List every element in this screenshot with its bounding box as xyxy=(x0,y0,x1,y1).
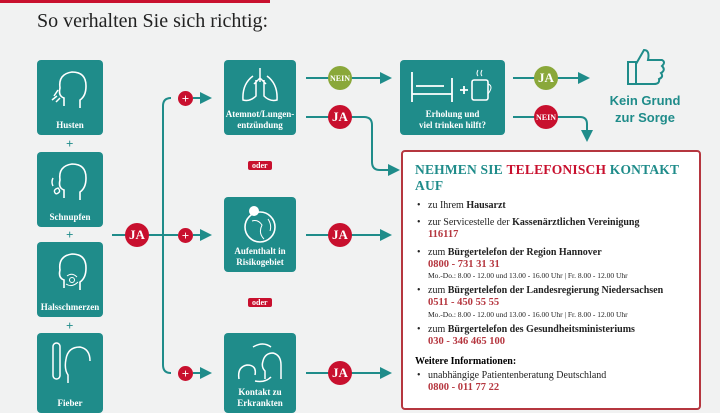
bed-and-tea-icon xyxy=(410,69,491,102)
opening-hours: Mo.-Do.: 8.00 - 12.00 und 13.00 - 16.00 … xyxy=(428,309,628,319)
sore-throat-icon xyxy=(58,253,87,290)
contact-item: unabhängige Patientenberatung Deutschlan… xyxy=(415,370,687,395)
more-info-heading: Weitere Informationen: xyxy=(415,356,517,368)
ja-badge: JA xyxy=(125,223,149,247)
plus-badge: + xyxy=(178,228,193,243)
top-bar xyxy=(0,0,270,3)
ja-badge: JA xyxy=(328,223,352,247)
plus-badge: + xyxy=(178,366,193,381)
page-title: So verhalten Sie sich richtig: xyxy=(37,10,269,32)
globe-icon xyxy=(244,206,276,243)
plus-sign: + xyxy=(66,227,74,242)
symptom-label: Schnupfen xyxy=(49,211,91,222)
opening-hours: Mo.-Do.: 8.00 - 12.00 und 13.00 - 16.00 … xyxy=(428,271,628,281)
nein-badge: NEIN xyxy=(328,66,352,90)
no-worry-text: Kein Grund zur Sorge xyxy=(600,93,690,127)
symptom-schnupfen: Schnupfen xyxy=(37,152,103,227)
condition-label: Aufenthalt in Risikogebiet xyxy=(234,246,286,267)
item-text: zur Servicestelle der xyxy=(428,217,513,228)
condition-risikogebiet: Aufenthalt in Risikogebiet xyxy=(224,197,296,272)
ja-badge: JA xyxy=(534,66,558,90)
item-bold: Kassenärztlichen Vereinigung xyxy=(512,217,640,228)
item-text: zum xyxy=(428,323,448,335)
heading-part: NEHMEN SIE xyxy=(415,162,507,177)
symptom-label: Husten xyxy=(56,119,84,130)
heading-highlight: TELEFONISCH xyxy=(506,162,607,177)
plus-sign: + xyxy=(66,136,74,151)
symptom-label: Fieber xyxy=(57,397,83,408)
contact-item: zum Bürgertelefon der Region Hannover080… xyxy=(415,247,687,281)
symptom-fieber: Fieber xyxy=(37,333,103,413)
oder-label: oder xyxy=(248,161,272,170)
symptom-halsschmerzen: Halsschmerzen xyxy=(37,242,103,317)
symptom-label: Halsschmerzen xyxy=(40,301,100,312)
condition-kontakt: Kontakt zu Erkrankten xyxy=(224,333,296,413)
outcome-line-2: zur Sorge xyxy=(615,109,675,125)
contact-panel: NEHMEN SIE TELEFONISCH KONTAKT AUF zu Ih… xyxy=(401,150,701,410)
item-bold: Bürgertelefon des Gesundheitsministerium… xyxy=(447,323,635,335)
contact-item: zum Bürgertelefon des Gesundheitsministe… xyxy=(415,324,687,349)
phone-number[interactable]: 0800 - 731 31 31 xyxy=(428,258,500,270)
item-bold: Hausarzt xyxy=(466,200,506,211)
phone-number[interactable]: 030 - 346 465 100 xyxy=(428,335,505,347)
item-bold: Bürgertelefon der Landesregierung Nieder… xyxy=(447,285,664,297)
symptom-husten: Husten xyxy=(37,60,103,135)
contact-item: zu Ihrem Hausarzt xyxy=(415,200,687,212)
thermometer-icon xyxy=(52,342,91,383)
ja-badge: JA xyxy=(328,361,352,385)
item-text: zum xyxy=(428,285,448,297)
contact-heading: NEHMEN SIE TELEFONISCH KONTAKT AUF xyxy=(415,162,687,194)
item-text: zum xyxy=(428,246,448,258)
condition-label: Atemnot/Lungen-entzündung xyxy=(225,109,295,130)
coughing-head-icon xyxy=(51,71,87,108)
oder-label: oder xyxy=(248,298,272,307)
contact-item: zum Bürgertelefon der Landesregierung Ni… xyxy=(415,285,687,319)
lungs-icon xyxy=(242,68,278,102)
condition-label: Kontakt zu Erkrankten xyxy=(237,387,283,408)
ja-badge: JA xyxy=(328,105,352,129)
phone-number[interactable]: 0511 - 450 55 55 xyxy=(428,297,500,309)
item-text: unabhängige Patientenberatung Deutschlan… xyxy=(428,370,607,382)
plus-badge: + xyxy=(178,91,193,106)
outcome-line-1: Kein Grund xyxy=(609,93,681,108)
rest-label-2: viel trinken hilft? xyxy=(419,119,486,130)
contact-item: zur Servicestelle der Kassenärztlichen V… xyxy=(415,217,687,242)
sneezing-head-icon xyxy=(51,163,87,200)
contact-people-icon xyxy=(237,343,282,383)
phone-number[interactable]: 116117 xyxy=(428,229,459,240)
thumbs-up-icon xyxy=(627,48,665,85)
nein-badge: NEIN xyxy=(534,105,558,129)
rest-box: Erholung und viel trinken hilft? xyxy=(400,60,505,135)
item-text: zu Ihrem xyxy=(428,200,467,211)
rest-label-1: Erholung und xyxy=(425,109,480,120)
phone-number[interactable]: 0800 - 011 77 22 xyxy=(428,382,500,394)
plus-sign: + xyxy=(66,318,74,333)
heading-part: KONTAKT AUF xyxy=(415,162,679,193)
item-bold: Bürgertelefon der Region Hannover xyxy=(447,246,602,258)
condition-atemnot: Atemnot/Lungen-entzündung xyxy=(224,60,296,135)
